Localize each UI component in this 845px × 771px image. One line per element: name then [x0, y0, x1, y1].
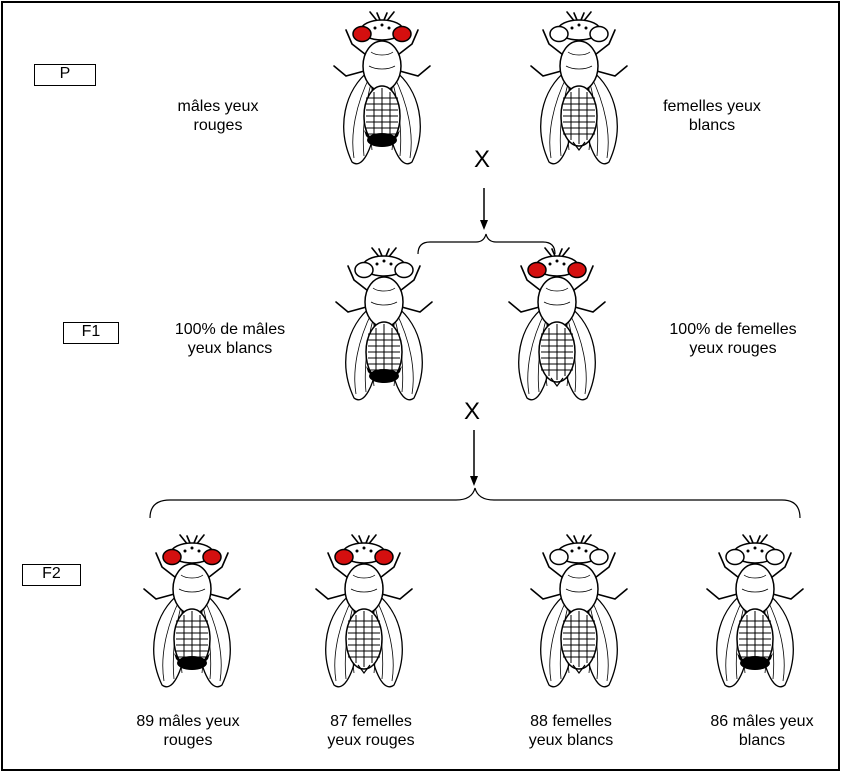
- fly-p-female: [513, 10, 645, 180]
- f2-bracket: [150, 488, 800, 518]
- fly-p-male: [316, 10, 448, 180]
- fly-f2-red-male: [126, 533, 258, 703]
- arrowhead-icon: [470, 476, 478, 486]
- fly-f1-female: [491, 246, 623, 416]
- arrowhead-icon: [480, 220, 488, 230]
- cross-symbol: X: [464, 398, 480, 426]
- fly-f2-red-female: [298, 533, 430, 703]
- cross-symbol: X: [474, 146, 490, 174]
- fly-f2-white-female: [513, 533, 645, 703]
- fly-f1-male: [318, 246, 450, 416]
- fly-f2-white-male: [689, 533, 821, 703]
